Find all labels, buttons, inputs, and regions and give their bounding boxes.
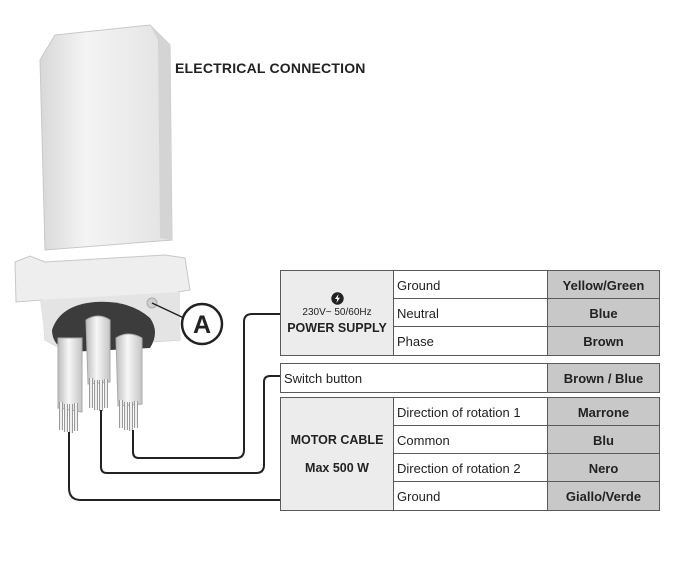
row-divider [394, 326, 659, 327]
mc-color-common: Blu [547, 426, 659, 454]
switch-table: Switch button Brown / Blue [280, 363, 660, 393]
power-supply-label: POWER SUPPLY [287, 320, 387, 335]
cable-right [115, 333, 143, 431]
power-rating: 230V~ 50/60Hz [302, 306, 372, 318]
row-divider [394, 425, 659, 426]
motor-cable-header: MOTOR CABLE Max 500 W [281, 398, 394, 510]
motor-cable-label: MOTOR CABLE [290, 433, 384, 447]
mc-wire-rotation-1: Direction of rotation 1 [397, 404, 521, 420]
mc-wire-ground: Ground [397, 488, 441, 504]
ps-wire-neutral: Neutral [397, 305, 439, 321]
motor-housing [14, 24, 191, 349]
power-supply-header: 230V~ 50/60Hz POWER SUPPLY [281, 271, 394, 355]
lead-switch [100, 375, 280, 474]
mc-wire-common: Common [397, 432, 450, 448]
callout-leader [151, 302, 185, 319]
page-title: ELECTRICAL CONNECTION [175, 60, 366, 76]
ps-wire-ground: Ground [397, 277, 441, 293]
ps-color-phase: Brown [547, 327, 659, 355]
row-divider [394, 481, 659, 482]
row-divider [394, 298, 659, 299]
mc-color-rotation-2: Nero [547, 454, 659, 482]
lead-motor [68, 432, 280, 501]
motor-cable-power: Max 500 W [305, 461, 369, 475]
lead-power-supply [132, 313, 280, 459]
ps-wire-phase: Phase [397, 333, 434, 349]
cable-left [57, 337, 83, 433]
lightning-bolt-icon [330, 291, 344, 305]
switch-color: Brown / Blue [547, 364, 659, 392]
callout-circle [180, 302, 224, 346]
ps-color-ground: Yellow/Green [547, 271, 659, 299]
motor-cable-table: MOTOR CABLE Max 500 W Direction of rotat… [280, 397, 660, 511]
cable-middle [85, 315, 111, 411]
ps-color-neutral: Blue [547, 299, 659, 327]
mc-color-ground: Giallo/Verde [547, 482, 659, 510]
switch-wire: Switch button [284, 370, 363, 386]
row-divider [394, 453, 659, 454]
mc-wire-rotation-2: Direction of rotation 2 [397, 460, 521, 476]
callout-label: A [193, 311, 211, 339]
mc-color-rotation-1: Marrone [547, 398, 659, 426]
power-supply-table: 230V~ 50/60Hz POWER SUPPLY Ground Neutra… [280, 270, 660, 356]
